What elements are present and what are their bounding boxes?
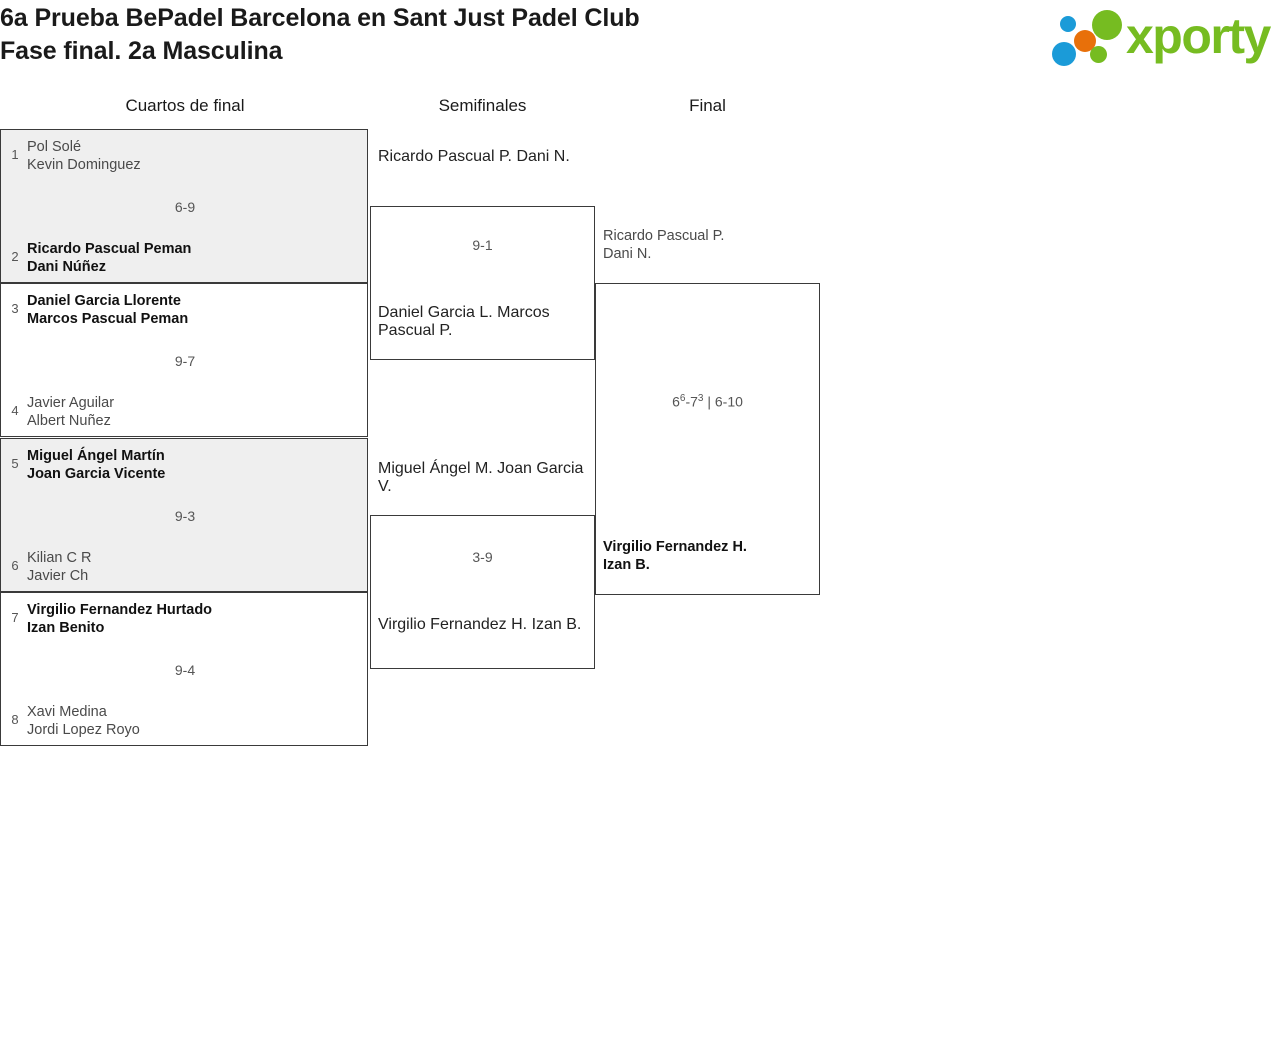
player-name: Ricardo Pascual P. bbox=[378, 148, 512, 165]
seed-number: 2 bbox=[11, 249, 19, 264]
player-name: Ricardo Pascual P. bbox=[603, 228, 725, 244]
page-title: 6a Prueba BePadel Barcelona en Sant Just… bbox=[0, 2, 900, 68]
match-score: 9-4 bbox=[174, 662, 196, 678]
player-name: Marcos Pascual P. bbox=[378, 304, 550, 339]
team-entry[interactable]: Pol Solé Kevin Dominguez bbox=[27, 138, 357, 174]
quarterfinal-match-4[interactable]: 7 Virgilio Fernandez Hurtado Izan Benito… bbox=[0, 592, 368, 746]
player-name: Kevin Dominguez bbox=[27, 157, 141, 173]
match-score: 9-1 bbox=[472, 237, 493, 253]
seed-number: 4 bbox=[11, 403, 19, 418]
team-entry[interactable]: Daniel Garcia Llorente Marcos Pascual Pe… bbox=[27, 292, 357, 328]
orange-dot-icon bbox=[1074, 30, 1096, 52]
player-name: Ricardo Pascual Peman bbox=[27, 241, 192, 257]
round-header-final: Final bbox=[689, 96, 726, 115]
quarterfinal-match-2[interactable]: 3 Daniel Garcia Llorente Marcos Pascual … bbox=[0, 283, 368, 437]
title-line-2: Fase final. 2a Masculina bbox=[0, 37, 283, 65]
semifinal-match-1[interactable] bbox=[370, 206, 595, 360]
final-score-set1-a: 6 bbox=[672, 393, 680, 410]
player-name: Virgilio Fernandez H. bbox=[378, 616, 528, 633]
team-entry[interactable]: Ricardo Pascual Peman Dani Núñez bbox=[27, 240, 357, 276]
player-name: Dani N. bbox=[516, 148, 570, 165]
title-line-1: 6a Prueba BePadel Barcelona en Sant Just… bbox=[0, 4, 640, 32]
team-entry[interactable]: Daniel Garcia L. Marcos Pascual P. bbox=[378, 304, 590, 340]
logo-wordmark: xporty bbox=[1126, 8, 1271, 64]
player-name: Jordi Lopez Royo bbox=[27, 722, 140, 738]
player-name: Izan B. bbox=[531, 616, 582, 633]
seed-number: 7 bbox=[11, 610, 19, 625]
seed-number: 8 bbox=[11, 712, 19, 727]
quarterfinal-match-1[interactable]: 1 Pol Solé Kevin Dominguez 6-9 2 Ricardo… bbox=[0, 129, 368, 283]
match-score: 6-9 bbox=[174, 199, 196, 215]
player-name: Marcos Pascual Peman bbox=[27, 311, 189, 327]
player-name: Izan Benito bbox=[27, 620, 105, 636]
player-name: Kilian C R bbox=[27, 550, 92, 566]
player-name: Daniel Garcia Llorente bbox=[27, 293, 181, 309]
final-score-set1-b-tiebreak: 3 bbox=[697, 393, 704, 404]
round-header-semifinals: Semifinales bbox=[438, 96, 527, 115]
seed-number: 5 bbox=[11, 456, 19, 471]
match-score: 3-9 bbox=[472, 549, 493, 565]
xporty-logo[interactable]: xporty bbox=[1048, 6, 1276, 66]
team-entry[interactable]: Ricardo Pascual P. Dani N. bbox=[603, 227, 815, 263]
player-name: Joan Garcia Vicente bbox=[27, 466, 166, 482]
semifinal-match-2[interactable] bbox=[370, 515, 595, 669]
team-entry[interactable]: Virgilio Fernandez Hurtado Izan Benito bbox=[27, 601, 357, 637]
match-score: 66-73 | 6-10 bbox=[672, 393, 743, 410]
player-name: Dani N. bbox=[603, 246, 652, 262]
team-entry[interactable]: Kilian C R Javier Ch bbox=[27, 549, 357, 585]
player-name: Dani Núñez bbox=[27, 259, 106, 275]
team-entry[interactable]: Xavi Medina Jordi Lopez Royo bbox=[27, 703, 357, 739]
team-entry[interactable]: Miguel Ángel M. Joan Garcia V. bbox=[378, 460, 590, 496]
team-entry[interactable]: Javier Aguilar Albert Nuñez bbox=[27, 394, 357, 430]
final-score-set1-b: 7 bbox=[690, 393, 698, 410]
player-name: Miguel Ángel M. bbox=[378, 460, 493, 477]
seed-number: 3 bbox=[11, 301, 19, 316]
player-name: Joan Garcia V. bbox=[378, 460, 584, 495]
match-score: 9-7 bbox=[174, 353, 196, 369]
player-name: Miguel Ángel Martín bbox=[27, 448, 165, 464]
player-name: Pol Solé bbox=[27, 139, 82, 155]
player-name: Virgilio Fernandez H. bbox=[603, 539, 747, 555]
player-name: Javier Ch bbox=[27, 568, 89, 584]
player-name: Javier Aguilar bbox=[27, 395, 115, 411]
team-entry[interactable]: Virgilio Fernandez H. Izan B. bbox=[603, 538, 815, 574]
team-entry[interactable]: Virgilio Fernandez H. Izan B. bbox=[378, 616, 590, 634]
final-score-set2: 6-10 bbox=[714, 393, 743, 410]
final-match[interactable] bbox=[595, 283, 820, 595]
player-name: Virgilio Fernandez Hurtado bbox=[27, 602, 213, 618]
round-header-quarterfinals: Cuartos de final bbox=[125, 96, 245, 115]
player-name: Xavi Medina bbox=[27, 704, 107, 720]
blue-dot-small-icon bbox=[1060, 16, 1076, 32]
player-name: Daniel Garcia L. bbox=[378, 304, 493, 321]
seed-number: 1 bbox=[11, 147, 19, 162]
quarterfinal-match-3[interactable]: 5 Miguel Ángel Martín Joan Garcia Vicent… bbox=[0, 438, 368, 592]
green-dot-small-icon bbox=[1090, 46, 1107, 63]
green-dot-large-icon bbox=[1092, 10, 1122, 40]
logo-dots-icon bbox=[1048, 8, 1134, 66]
blue-dot-large-icon bbox=[1052, 42, 1076, 66]
player-name: Albert Nuñez bbox=[27, 413, 111, 429]
final-score-set1-a-tiebreak: 6 bbox=[679, 393, 686, 404]
page-header: 6a Prueba BePadel Barcelona en Sant Just… bbox=[0, 0, 1280, 86]
team-entry[interactable]: Ricardo Pascual P. Dani N. bbox=[378, 148, 590, 166]
match-score: 9-3 bbox=[174, 508, 196, 524]
team-entry[interactable]: Miguel Ángel Martín Joan Garcia Vicente bbox=[27, 447, 357, 483]
seed-number: 6 bbox=[11, 558, 19, 573]
player-name: Izan B. bbox=[603, 557, 650, 573]
